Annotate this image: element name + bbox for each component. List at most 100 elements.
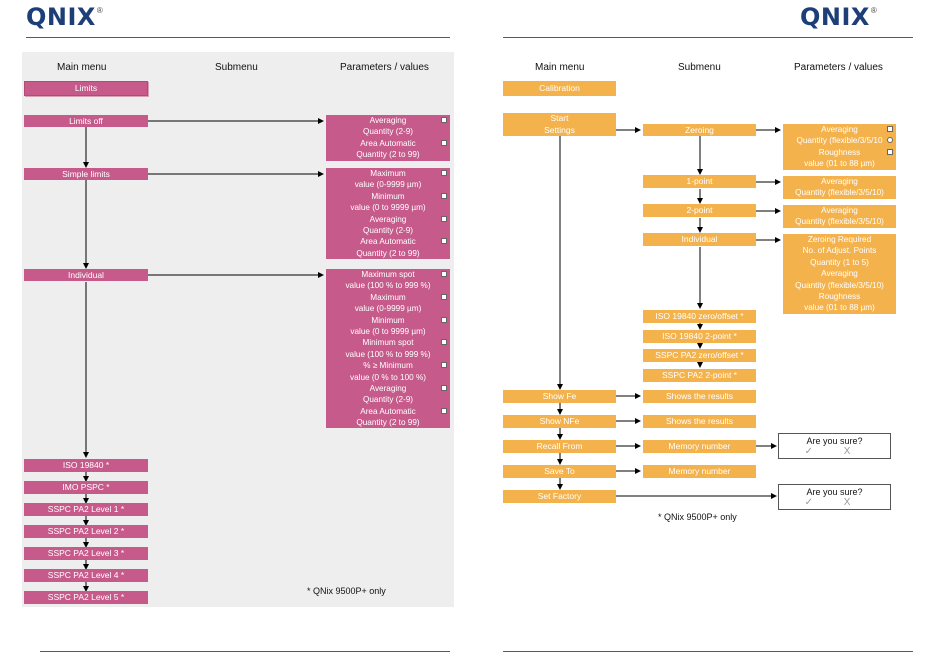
iso-calibration-item[interactable]: ISO 19840 zero/offset * [643, 310, 756, 323]
param-row[interactable]: Area Automatic [326, 138, 450, 149]
standard-item[interactable]: SSPC PA2 Level 3 * [24, 547, 148, 560]
radio-icon[interactable] [887, 137, 893, 144]
param-row: Quantity (flexible/3/5/10) [783, 216, 896, 227]
one-point-item[interactable]: 1-point [643, 175, 756, 188]
param-label: Quantity (2 to 99) [356, 150, 420, 160]
param-label: Minimum spot [362, 338, 414, 348]
submenu-header: Submenu [678, 62, 721, 73]
param-label: Quantity (flexible/3/5/10) [795, 217, 884, 227]
param-label: Quantity (2 to 99) [356, 418, 420, 428]
param-label: Quantity (2-9) [362, 127, 414, 137]
checkbox-icon[interactable] [441, 170, 447, 176]
shows-results-nfe: Shows the results [643, 415, 756, 428]
individual-cal-item[interactable]: Individual [643, 233, 756, 246]
param-row: value (01 to 88 µm) [783, 302, 896, 313]
memory-number-recall[interactable]: Memory number [643, 440, 756, 453]
header-rule-right [503, 37, 913, 38]
param-row[interactable]: Averaging [326, 214, 450, 225]
limits-off-item[interactable]: Limits off [24, 115, 148, 127]
param-row: value (100 % to 999 %) [326, 349, 450, 360]
standard-item[interactable]: ISO 19840 * [24, 459, 148, 472]
checkbox-icon[interactable] [441, 293, 447, 300]
model-note: * QNix 9500P+ only [307, 586, 386, 596]
set-factory-item[interactable]: Set Factory [503, 490, 616, 503]
param-label: Quantity (flexible/3/5/10) [795, 188, 884, 198]
checkbox-icon[interactable] [441, 362, 447, 369]
memory-number-save[interactable]: Memory number [643, 465, 756, 478]
param-label: Quantity (1 to 5) [810, 257, 869, 267]
param-row: value (0 % to 100 %) [326, 372, 450, 383]
header-rule-left [26, 37, 450, 38]
iso-calibration-item[interactable]: ISO 19840 2-point * [643, 330, 756, 343]
recall-from-item[interactable]: Recall From [503, 440, 616, 453]
two-point-item[interactable]: 2-point [643, 204, 756, 217]
param-row[interactable]: Area Automatic [326, 236, 450, 247]
checkbox-icon[interactable] [441, 271, 447, 277]
param-row[interactable]: Maximum [326, 168, 450, 179]
param-row: Averaging [783, 268, 896, 279]
settings-item[interactable]: Settings [503, 124, 616, 136]
save-to-item[interactable]: Save To [503, 465, 616, 478]
param-label: Averaging [821, 206, 858, 215]
param-row: No. of Adjust. Points [783, 245, 896, 256]
param-row[interactable]: Averaging [783, 124, 896, 135]
standard-item[interactable]: IMO PSPC * [24, 481, 148, 494]
iso-calibration-item[interactable]: SSPC PA2 2-point * [643, 369, 756, 382]
param-row[interactable]: Area Automatic [326, 406, 450, 417]
param-row[interactable]: Roughness [783, 147, 896, 158]
param-label: Averaging [369, 214, 407, 224]
individual-limits-item[interactable]: Individual [24, 269, 148, 281]
param-row: Quantity (2-9) [326, 225, 450, 236]
param-row[interactable]: % ≥ Minimum [326, 360, 450, 371]
standard-item[interactable]: SSPC PA2 Level 1 * [24, 503, 148, 516]
standard-item[interactable]: SSPC PA2 Level 5 * [24, 591, 148, 604]
param-label: Roughness [818, 147, 861, 157]
standard-item[interactable]: SSPC PA2 Level 2 * [24, 525, 148, 538]
checkbox-icon[interactable] [441, 384, 447, 391]
param-row[interactable]: Minimum spot [326, 337, 450, 348]
simple-limits-item[interactable]: Simple limits [24, 168, 148, 180]
model-note: * QNix 9500P+ only [658, 512, 737, 522]
logo-reg-mark: ® [96, 6, 103, 15]
param-row[interactable]: Averaging [326, 115, 450, 126]
checkbox-icon[interactable] [441, 316, 447, 323]
param-row: Quantity (flexible/3/5/10) [783, 280, 896, 291]
shows-results-fe: Shows the results [643, 390, 756, 403]
param-label: Minimum [371, 191, 405, 201]
checkbox-icon[interactable] [441, 117, 447, 123]
param-label: Averaging [821, 269, 858, 279]
checkbox-icon[interactable] [441, 339, 447, 346]
param-row[interactable]: Maximum [326, 292, 450, 303]
checkbox-icon[interactable] [441, 215, 447, 222]
param-row: Quantity (2 to 99) [326, 248, 450, 259]
show-nfe-item[interactable]: Show NFe [503, 415, 616, 428]
param-row: value (0-9999 µm) [326, 179, 450, 190]
param-row: Quantity (2 to 99) [326, 417, 450, 428]
iso-calibration-item[interactable]: SSPC PA2 zero/offset * [643, 349, 756, 362]
confirm-cancel-icons[interactable]: ✓ X [804, 497, 865, 508]
show-fe-item[interactable]: Show Fe [503, 390, 616, 403]
checkbox-icon[interactable] [441, 238, 447, 245]
param-row[interactable]: Minimum [326, 191, 450, 202]
param-row[interactable]: Averaging [326, 383, 450, 394]
checkbox-icon[interactable] [887, 126, 893, 132]
checkbox-icon[interactable] [887, 148, 893, 155]
param-row: Quantity (2 to 99) [326, 149, 450, 160]
confirm-cancel-icons[interactable]: ✓ X [804, 446, 865, 457]
param-label: No. of Adjust. Points [802, 246, 877, 256]
standard-item[interactable]: SSPC PA2 Level 4 * [24, 569, 148, 582]
param-label: Maximum spot [361, 270, 415, 279]
param-row: Averaging [783, 205, 896, 216]
checkbox-icon[interactable] [441, 407, 447, 414]
param-row[interactable]: Maximum spot [326, 269, 450, 280]
param-row[interactable]: Quantity (flexible/3/5/10 [783, 135, 896, 146]
checkbox-icon[interactable] [441, 192, 447, 199]
checkbox-icon[interactable] [441, 139, 447, 146]
zeroing-item[interactable]: Zeroing [643, 124, 756, 136]
start-item[interactable]: Start [503, 113, 616, 124]
param-row[interactable]: Minimum [326, 315, 450, 326]
param-row: Quantity (flexible/3/5/10) [783, 187, 896, 198]
